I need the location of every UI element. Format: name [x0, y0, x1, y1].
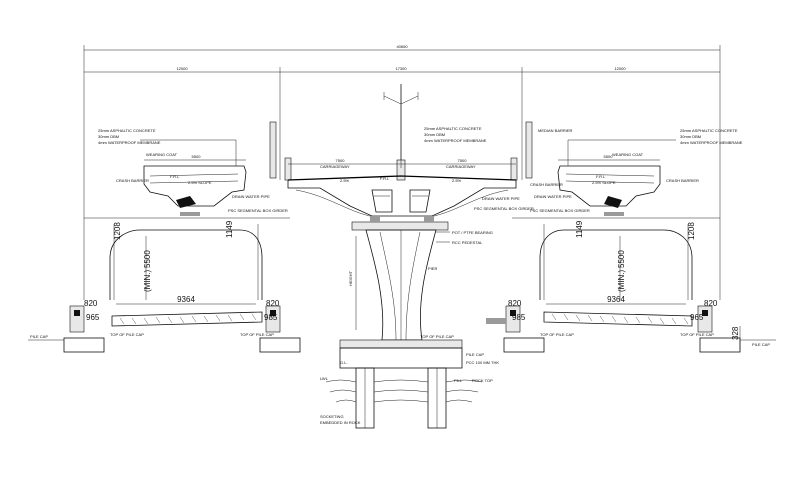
- right-drain-label: DRAIN WATER PIPE: [534, 194, 572, 199]
- center-top-pile-cap: TOP OF PILE CAP: [420, 334, 454, 339]
- central-pier: POT / PTFE BEARING RCC PEDESTAL PIER HEI…: [320, 216, 499, 429]
- left-top-pile-cap-b: TOP OF PILE CAP: [240, 332, 274, 337]
- pier-height-label: HEIGHT: [348, 270, 353, 286]
- left-underpass: 5500 (MIN.) 1208 1149 9364 820 820 965 9…: [28, 220, 301, 353]
- left-ffl-label: F.R.L: [170, 174, 180, 179]
- overall-dimension-group: 40650 12000 17300 12000: [83, 44, 721, 300]
- pcc-label: PCC 100 MM THK: [466, 360, 499, 365]
- left-pile-cap-label: PILE CAP: [30, 334, 48, 339]
- center-slope-left: 2.5%: [340, 178, 350, 183]
- left-ramp-girder: 5500 WEARING COAT CRASH BARRIER 2.5% SLO…: [98, 128, 288, 216]
- right-kerb-965: 965: [690, 313, 704, 322]
- left-asphalt-label: 25mm ASPHALTIC CONCRETE: [98, 128, 156, 133]
- center-girder-label: PSC SEGMENTAL BOX GIRDER: [474, 206, 534, 211]
- left-crash-barrier-label: CRASH BARRIER: [116, 178, 149, 183]
- center-pile-cap-label: PILE CAP: [466, 352, 484, 357]
- lwl-label: LWL: [320, 376, 329, 381]
- left-wearing-coat-label: WEARING COAT: [146, 152, 178, 157]
- right-kerb-820-a: 820: [508, 299, 522, 308]
- left-kerb-985: 985: [264, 313, 278, 322]
- carriageway-right-width: 7500: [458, 158, 468, 163]
- right-pile-cap-label: PILE CAP: [752, 342, 770, 347]
- right-clear-width: 9364: [607, 295, 625, 304]
- carriageway-right-label: CARRIAGEWAY: [446, 164, 476, 169]
- carriageway-left-width: 7500: [336, 158, 346, 163]
- right-girder-label: PSC SEGMENTAL BOX GIRDER: [530, 208, 590, 213]
- left-girder-label: PSC SEGMENTAL BOX GIRDER: [228, 208, 288, 213]
- left-clear-height-min: (MIN.): [143, 269, 152, 292]
- overall-width-dimension: 40650: [396, 44, 408, 49]
- gl-label: G.L.: [340, 360, 348, 365]
- right-clear-height: 5500: [617, 250, 626, 268]
- right-slope-label: 2.5% SLOPE: [592, 180, 616, 185]
- center-crash-barrier-label: CRASH BARRIER: [530, 182, 563, 187]
- center-asphalt-label: 25mm ASPHALTIC CONCRETE: [424, 126, 482, 131]
- right-top-pile-cap-a: TOP OF PILE CAP: [540, 332, 574, 337]
- median-barrier-label: MEDIAN BARRIER: [538, 128, 573, 133]
- center-asphalt-label-2: 30mm DBM: [424, 132, 445, 137]
- right-asphalt-label-3: 4mm WATERPROOF MEMBRANE: [680, 140, 743, 145]
- left-top-pile-cap-a: TOP OF PILE CAP: [110, 332, 144, 337]
- right-clear-height-min: (MIN.): [617, 269, 626, 292]
- center-span-dimension: 17300: [395, 66, 407, 71]
- left-asphalt-label-3: 4mm WATERPROOF MEMBRANE: [98, 140, 161, 145]
- right-kerb-985: 985: [512, 313, 526, 322]
- right-ffl-label: F.R.L: [596, 174, 606, 179]
- center-ffl-label: F.R.L: [380, 176, 390, 181]
- right-underpass: 5500 (MIN.) 1208 1149 9364 820 820 985 9…: [486, 220, 776, 353]
- right-wearing-coat-label: WEARING COAT: [612, 152, 644, 157]
- socketing-label-2: EMBEDDED IN ROCK: [320, 420, 361, 425]
- left-clear-width: 9364: [177, 295, 195, 304]
- left-ramp-width: 5500: [192, 154, 202, 159]
- right-asphalt-label: 25mm ASPHALTIC CONCRETE: [680, 128, 738, 133]
- pedestal-label: RCC PEDESTAL: [452, 240, 483, 245]
- carriageway-left-label: CARRIAGEWAY: [320, 164, 350, 169]
- right-top-gap-b: 1149: [575, 220, 584, 238]
- right-ramp-width: 5500: [604, 154, 614, 159]
- left-drain-label: DRAIN WATER PIPE: [232, 194, 270, 199]
- right-ramp-girder: 5500 WEARING COAT CRASH BARRIER 2.5% SLO…: [530, 128, 743, 216]
- right-offset-328: 328: [731, 326, 740, 340]
- right-crash-barrier-label: CRASH BARRIER: [666, 178, 699, 183]
- right-span-dimension: 12000: [614, 66, 626, 71]
- left-kerb-965: 965: [86, 313, 100, 322]
- center-drain-label: DRAIN WATER PIPE: [482, 196, 520, 201]
- socketing-label: SOCKETING: [320, 414, 344, 419]
- right-asphalt-label-2: 30mm DBM: [680, 134, 701, 139]
- left-slope-label: 2.5% SLOPE: [188, 180, 212, 185]
- left-clear-height: 5500: [143, 250, 152, 268]
- left-span-dimension: 12000: [176, 66, 188, 71]
- pier-label: PIER: [428, 266, 437, 271]
- right-top-gap-a: 1208: [687, 222, 696, 240]
- left-kerb-820-a: 820: [84, 299, 98, 308]
- center-slope-right: 2.5%: [452, 178, 462, 183]
- right-kerb-820-b: 820: [704, 299, 718, 308]
- main-box-girder: 7500 7500 CARRIAGEWAY CARRIAGEWAY 2.5% 2…: [269, 84, 573, 219]
- left-top-gap-b: 1149: [225, 220, 234, 238]
- bearing-label: POT / PTFE BEARING: [452, 230, 493, 235]
- rock-top-label: ROCK TOP: [472, 378, 493, 383]
- left-asphalt-label-2: 30mm DBM: [98, 134, 119, 139]
- left-kerb-820-b: 820: [266, 299, 280, 308]
- right-top-pile-cap-b: TOP OF PILE CAP: [680, 332, 714, 337]
- fill-label: FILL: [454, 378, 463, 383]
- center-asphalt-label-3: 4mm WATERPROOF MEMBRANE: [424, 138, 487, 143]
- left-top-gap-a: 1208: [113, 222, 122, 240]
